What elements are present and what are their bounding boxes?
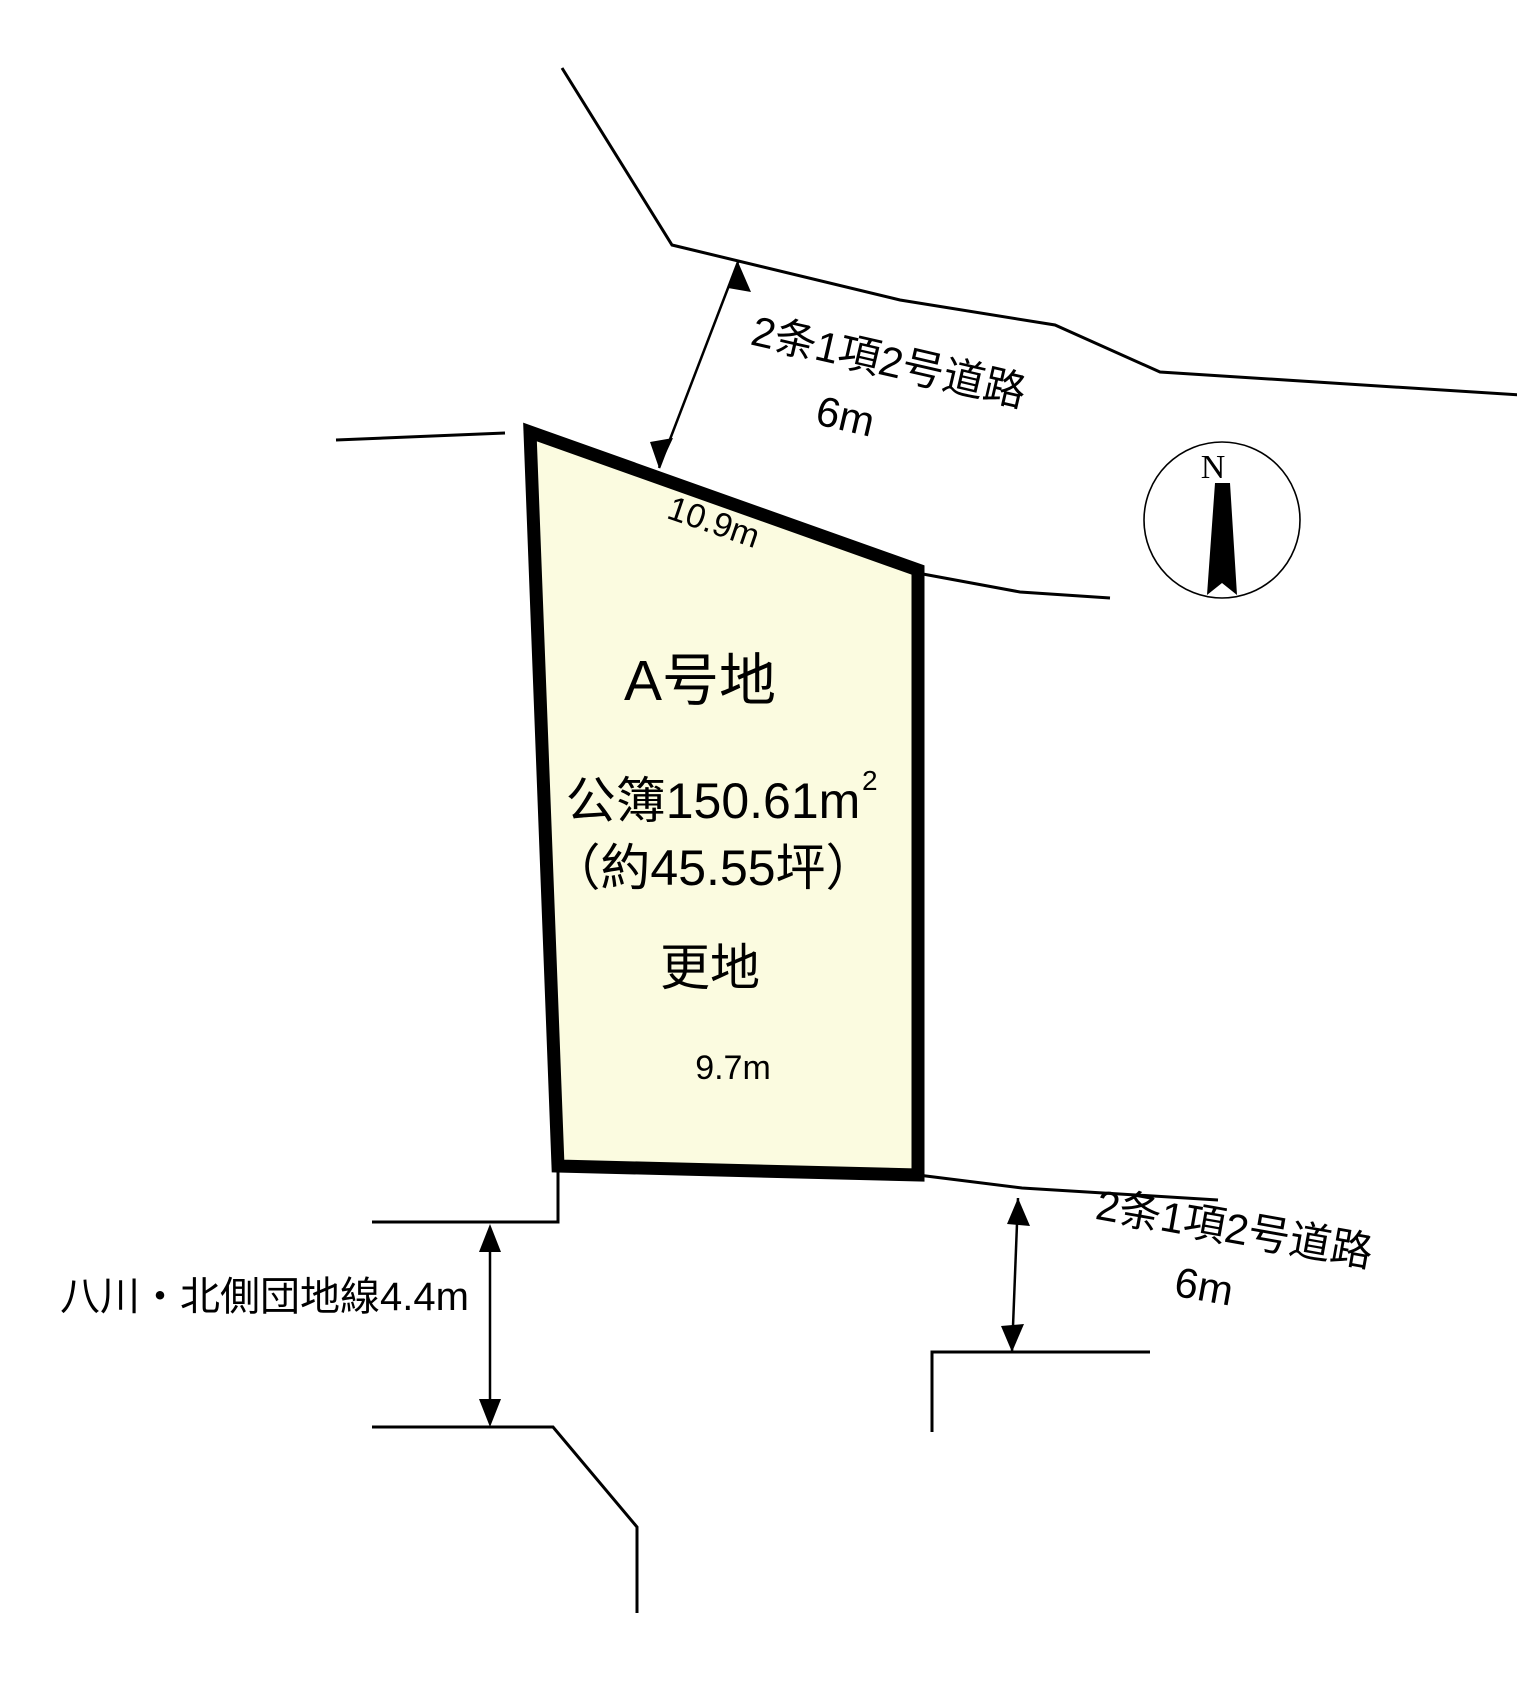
southeast-road-width-dimension-arrow [1001,1197,1030,1353]
southwest-road-boundary-upper [372,1166,560,1224]
compass-north-arrow-icon [1207,483,1237,595]
parcel-area-label: 公簿150.61m [566,773,861,829]
southeast-road-boundary-upper [917,1173,1219,1202]
north-road-far-boundary [560,67,1517,397]
compass-north-label: N [1201,449,1226,486]
southwest-road-label: 八川・北側団地線4.4m [60,1275,469,1319]
southeast-road-label-group: 2条1項2号道路 6m [1093,1181,1377,1314]
parcel-area-superscript: 2 [862,765,878,796]
north-road-name: 2条1項2号道路 [747,307,1030,416]
parcel-tsubo-label: （約45.55坪） [550,840,875,896]
compass-rose: N [1143,441,1301,599]
southeast-road-boundary-lower [930,1350,1150,1432]
southwest-road-width-dimension-arrow [479,1224,501,1427]
north-road-width-dimension-arrow [650,261,751,469]
north-road-near-boundary-left [335,431,506,442]
north-road-width: 6m [812,387,879,446]
southeast-road-name: 2条1項2号道路 [1093,1181,1377,1276]
north-road-label-group: 2条1項2号道路 6m [747,307,1030,446]
parcel-area-group: 公簿150.61m 2 [566,765,878,829]
parcel-bottom-edge-dimension: 9.7m [695,1049,771,1087]
southeast-road-width: 6m [1171,1258,1237,1314]
parcel-condition-label: 更地 [660,940,760,996]
parcel-name-label: A号地 [624,649,776,713]
north-road-near-boundary-right [911,570,1111,600]
southwest-road-boundary-lower [372,1425,639,1613]
